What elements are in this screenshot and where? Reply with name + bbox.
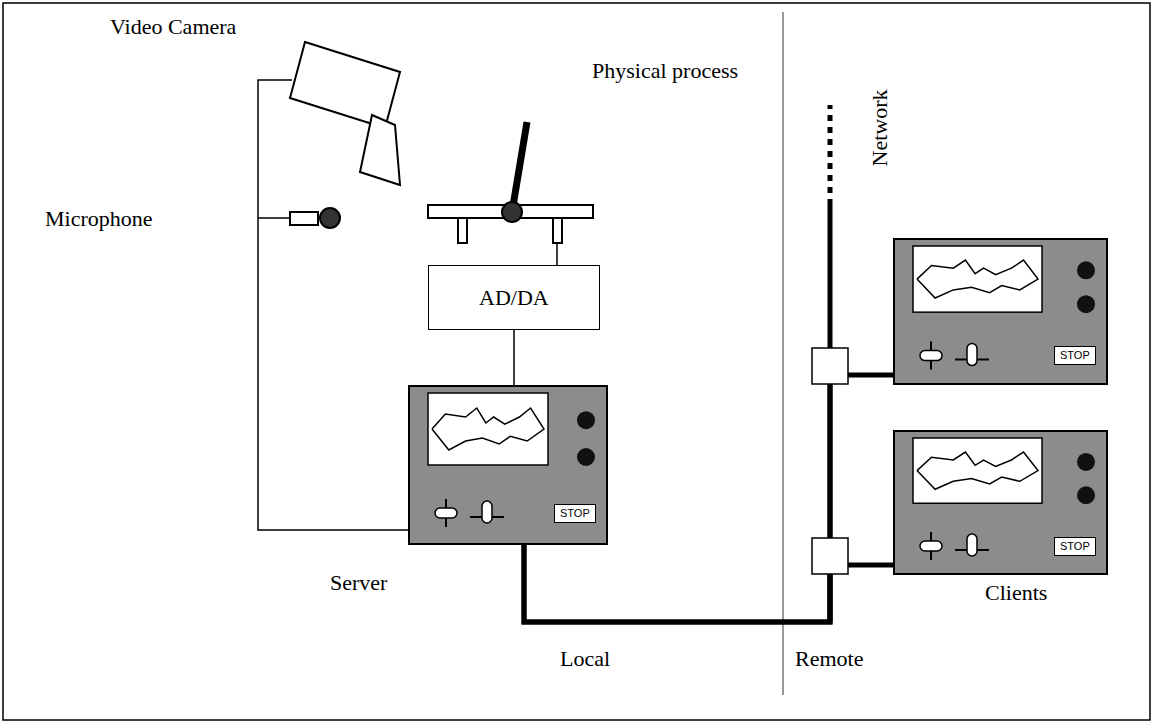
local-label: Local [560,646,610,672]
process-label: Physical process [592,58,738,84]
divider [782,12,784,695]
stop-button: STOP [1054,537,1096,556]
stop-button: STOP [1054,346,1096,365]
box-label: AD/DA [479,285,549,311]
connector [513,330,515,385]
network-junction [812,348,848,384]
camera-wire [258,80,408,530]
monitor-label: Clients [985,580,1047,606]
monitor: STOPServer [408,385,608,545]
microphone [290,208,340,228]
monitor: STOPClients [893,430,1108,575]
remote-label: Remote [795,646,863,672]
network-label: Network [867,90,893,167]
converter-box: AD/DA [428,265,600,330]
microphone-label: Microphone [45,206,153,232]
frame [3,3,1150,720]
camera-label: Video Camera [110,14,236,40]
network-junction [812,538,848,574]
video-camera [290,42,400,185]
physical-process [428,122,593,265]
monitor: STOP [893,238,1108,385]
monitor-label: Server [330,570,387,596]
stop-button: STOP [554,504,596,523]
